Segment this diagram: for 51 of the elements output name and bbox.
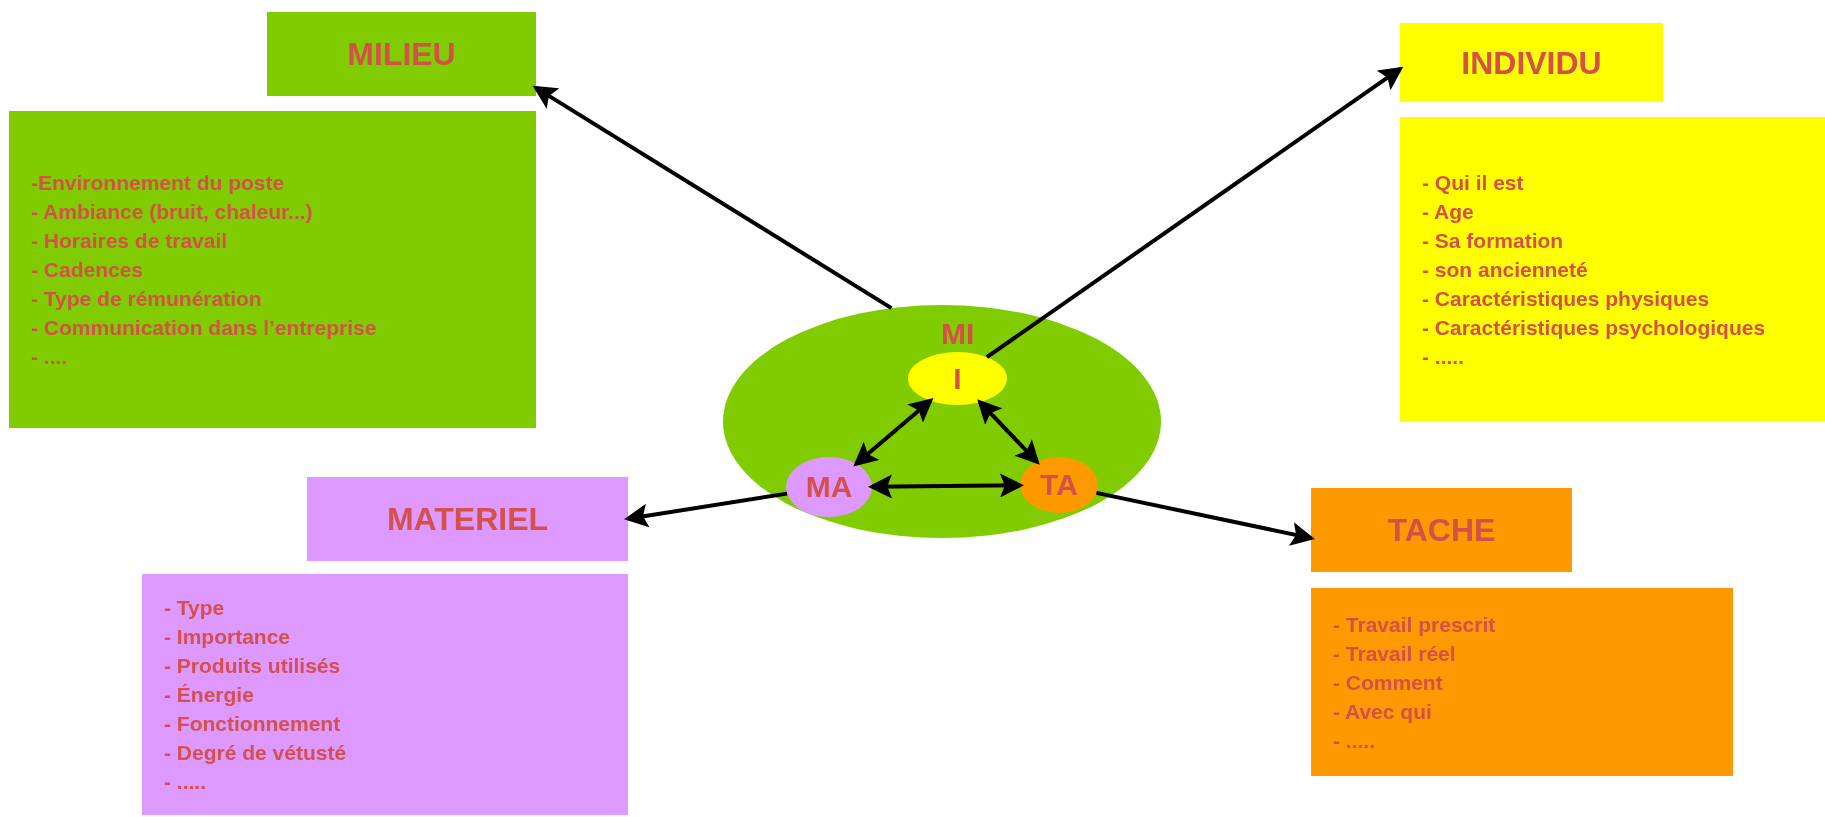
circle: [786, 457, 872, 517]
list-item: - Importance: [164, 624, 292, 650]
list-item: - .....: [164, 769, 207, 795]
circle-label: MA: [805, 472, 853, 502]
list-item: - .....: [1422, 344, 1465, 370]
list-item: - Cadences: [31, 257, 145, 283]
arrow: [853, 398, 934, 467]
list-item: - Caractéristiques psychologiques: [1422, 315, 1767, 341]
list-item: - Communication dans l’entreprise: [31, 315, 378, 341]
list-box: [1311, 588, 1733, 776]
arrow: [624, 491, 788, 528]
list-box: [1400, 117, 1825, 422]
list-item: - Age: [1422, 199, 1475, 225]
list-item: - Type: [164, 595, 226, 621]
list-item: - Fonctionnement: [164, 711, 342, 737]
list-item: - son ancienneté: [1422, 257, 1589, 283]
arrow: [868, 473, 1024, 499]
list-item: - Horaires de travail: [31, 228, 229, 254]
list-box: [142, 574, 628, 815]
list-item: - Caractéristiques physiques: [1422, 286, 1711, 312]
category-title: INDIVIDU: [1461, 46, 1602, 79]
circle: [1020, 457, 1098, 513]
category-title: MILIEU: [347, 38, 456, 70]
list-item: - Ambiance (bruit, chaleur...): [31, 199, 314, 225]
ellipse-label: MI: [941, 319, 975, 349]
circle-label: TA: [1040, 470, 1078, 500]
list-item: - .....: [1333, 727, 1376, 754]
list-item: - Comment: [1333, 669, 1444, 696]
arrow: [532, 85, 893, 310]
list-item: - Type de rémunération: [31, 286, 263, 312]
category-title: MATERIEL: [386, 503, 549, 535]
list-item: - Énergie: [164, 682, 255, 708]
arrow: [977, 399, 1040, 465]
list-item: - ....: [31, 344, 69, 370]
list-item: - Degré de vétusté: [164, 740, 348, 766]
list-item: - Travail réel: [1333, 640, 1457, 667]
category-box: [307, 477, 628, 561]
circle-label: I: [953, 363, 962, 394]
category-title: TACHE: [1387, 514, 1496, 546]
category-box: [1400, 23, 1663, 102]
list-item: - Sa formation: [1422, 228, 1565, 254]
arrow: [985, 66, 1404, 359]
arrow: [1096, 490, 1315, 546]
list-box: [9, 111, 536, 428]
list-item: - Qui il est: [1422, 170, 1525, 196]
list-item: - Travail prescrit: [1333, 611, 1497, 638]
list-item: - Produits utilisés: [164, 653, 342, 679]
list-item: -Environnement du poste: [31, 170, 286, 196]
list-item: - Avec qui: [1333, 698, 1433, 725]
category-box: [267, 12, 536, 96]
category-box: [1311, 488, 1572, 572]
